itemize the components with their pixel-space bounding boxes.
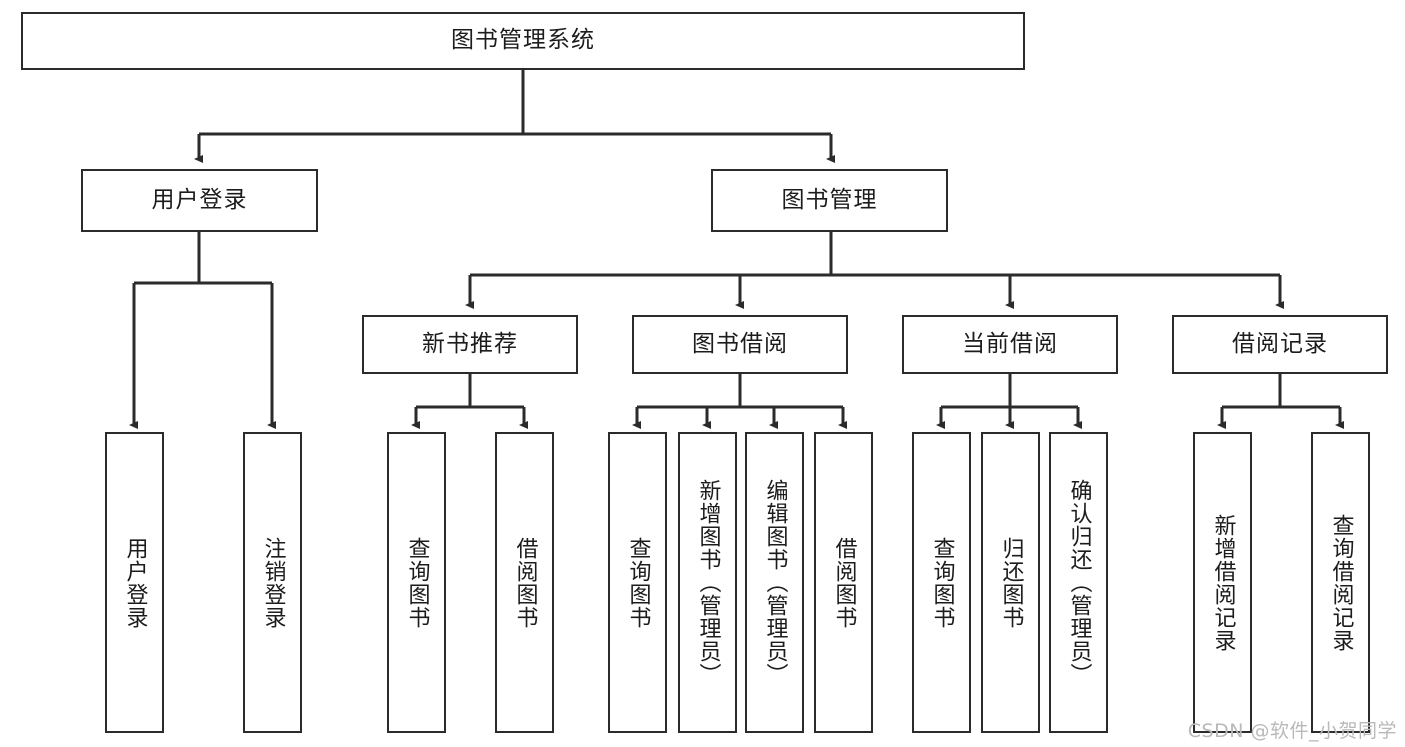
node-leaf-query-book-2[interactable]: 查询图书 <box>608 432 667 733</box>
node-leaf-add-book[interactable]: 新增图书（管理员） <box>678 432 737 733</box>
node-user-login[interactable]: 用户登录 <box>81 169 318 232</box>
node-leaf-add-record-label: 新增借阅记录 <box>1210 513 1236 652</box>
node-leaf-edit-book-label: 编辑图书（管理员） <box>762 479 788 686</box>
node-leaf-borrow-book-1[interactable]: 借阅图书 <box>495 432 554 733</box>
node-leaf-add-record[interactable]: 新增借阅记录 <box>1193 432 1252 733</box>
node-borrow-record[interactable]: 借阅记录 <box>1172 315 1388 374</box>
node-leaf-return-book-label: 归还图书 <box>998 536 1024 629</box>
node-root[interactable]: 图书管理系统 <box>21 12 1025 70</box>
node-leaf-query-book-1[interactable]: 查询图书 <box>387 432 446 733</box>
node-book-borrow-label: 图书借阅 <box>692 330 788 357</box>
node-leaf-borrow-book-1-label: 借阅图书 <box>512 536 538 629</box>
node-book-mgmt[interactable]: 图书管理 <box>711 169 948 232</box>
node-leaf-add-book-label: 新增图书（管理员） <box>695 479 721 686</box>
node-leaf-borrow-book-2[interactable]: 借阅图书 <box>814 432 873 733</box>
node-leaf-query-book-3[interactable]: 查询图书 <box>912 432 971 733</box>
node-root-label: 图书管理系统 <box>451 27 595 54</box>
node-leaf-edit-book[interactable]: 编辑图书（管理员） <box>745 432 804 733</box>
node-leaf-query-record[interactable]: 查询借阅记录 <box>1311 432 1370 733</box>
node-new-book-rec[interactable]: 新书推荐 <box>362 315 578 374</box>
node-user-login-label: 用户登录 <box>151 186 248 213</box>
node-leaf-query-book-2-label: 查询图书 <box>625 536 651 629</box>
node-borrow-record-label: 借阅记录 <box>1232 330 1328 357</box>
node-book-borrow[interactable]: 图书借阅 <box>632 315 848 374</box>
node-current-borrow-label: 当前借阅 <box>962 330 1058 357</box>
node-leaf-borrow-book-2-label: 借阅图书 <box>831 536 857 629</box>
node-leaf-confirm-return[interactable]: 确认归还（管理员） <box>1049 432 1108 733</box>
node-leaf-query-record-label: 查询借阅记录 <box>1328 513 1354 652</box>
node-leaf-query-book-3-label: 查询图书 <box>929 536 955 629</box>
node-book-mgmt-label: 图书管理 <box>781 186 878 213</box>
node-leaf-logout[interactable]: 注销登录 <box>243 432 302 733</box>
node-leaf-user-login[interactable]: 用户登录 <box>105 432 164 733</box>
node-new-book-rec-label: 新书推荐 <box>422 330 518 357</box>
node-current-borrow[interactable]: 当前借阅 <box>902 315 1118 374</box>
node-leaf-logout-label: 注销登录 <box>260 536 286 629</box>
csdn-watermark: CSDN @软件_小贺同学 <box>1187 720 1397 742</box>
node-leaf-query-book-1-label: 查询图书 <box>404 536 430 629</box>
node-leaf-user-login-label: 用户登录 <box>122 536 148 629</box>
node-leaf-confirm-return-label: 确认归还（管理员） <box>1066 479 1092 686</box>
node-leaf-return-book[interactable]: 归还图书 <box>981 432 1040 733</box>
